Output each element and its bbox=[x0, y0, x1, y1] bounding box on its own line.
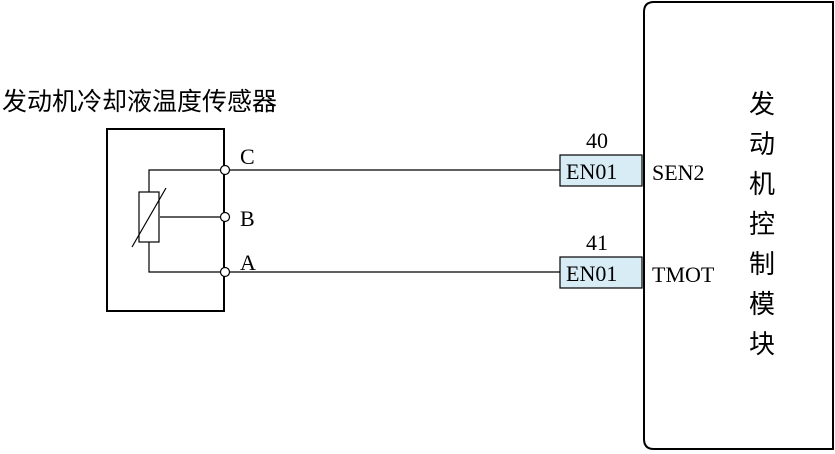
thermistor bbox=[131, 169, 225, 273]
sensor-title: 发动机冷却液温度传感器 bbox=[2, 87, 277, 116]
sensor-box bbox=[106, 128, 225, 312]
module-title-char: 模 bbox=[749, 290, 775, 320]
module-title-char: 制 bbox=[749, 250, 775, 280]
connector-en01-bottom bbox=[559, 256, 643, 289]
connector-en01-top bbox=[559, 154, 643, 187]
pin-b-label: B bbox=[240, 206, 255, 231]
pin-b-terminal bbox=[219, 211, 231, 223]
module-title-char: 控 bbox=[749, 210, 775, 240]
module-title-char: 发 bbox=[749, 90, 775, 120]
pin-a-label: A bbox=[240, 250, 256, 275]
module-title-char: 块 bbox=[749, 330, 775, 360]
module-title-char: 机 bbox=[749, 170, 775, 200]
module-box bbox=[643, 1, 834, 450]
module-title: 发 动 机 控 制 模 块 bbox=[749, 90, 775, 360]
connector-label-top: EN01 bbox=[566, 159, 617, 184]
pin-number-41: 41 bbox=[586, 230, 608, 255]
connector-label-bottom: EN01 bbox=[566, 261, 617, 286]
pin-c-label: C bbox=[240, 144, 255, 169]
module-title-char: 动 bbox=[749, 130, 775, 160]
pin-a-terminal bbox=[219, 266, 231, 278]
signal-tmot: TMOT bbox=[652, 262, 715, 287]
signal-sen2: SEN2 bbox=[652, 160, 705, 185]
pin-c-terminal bbox=[219, 164, 231, 176]
pin-number-40: 40 bbox=[586, 128, 608, 153]
